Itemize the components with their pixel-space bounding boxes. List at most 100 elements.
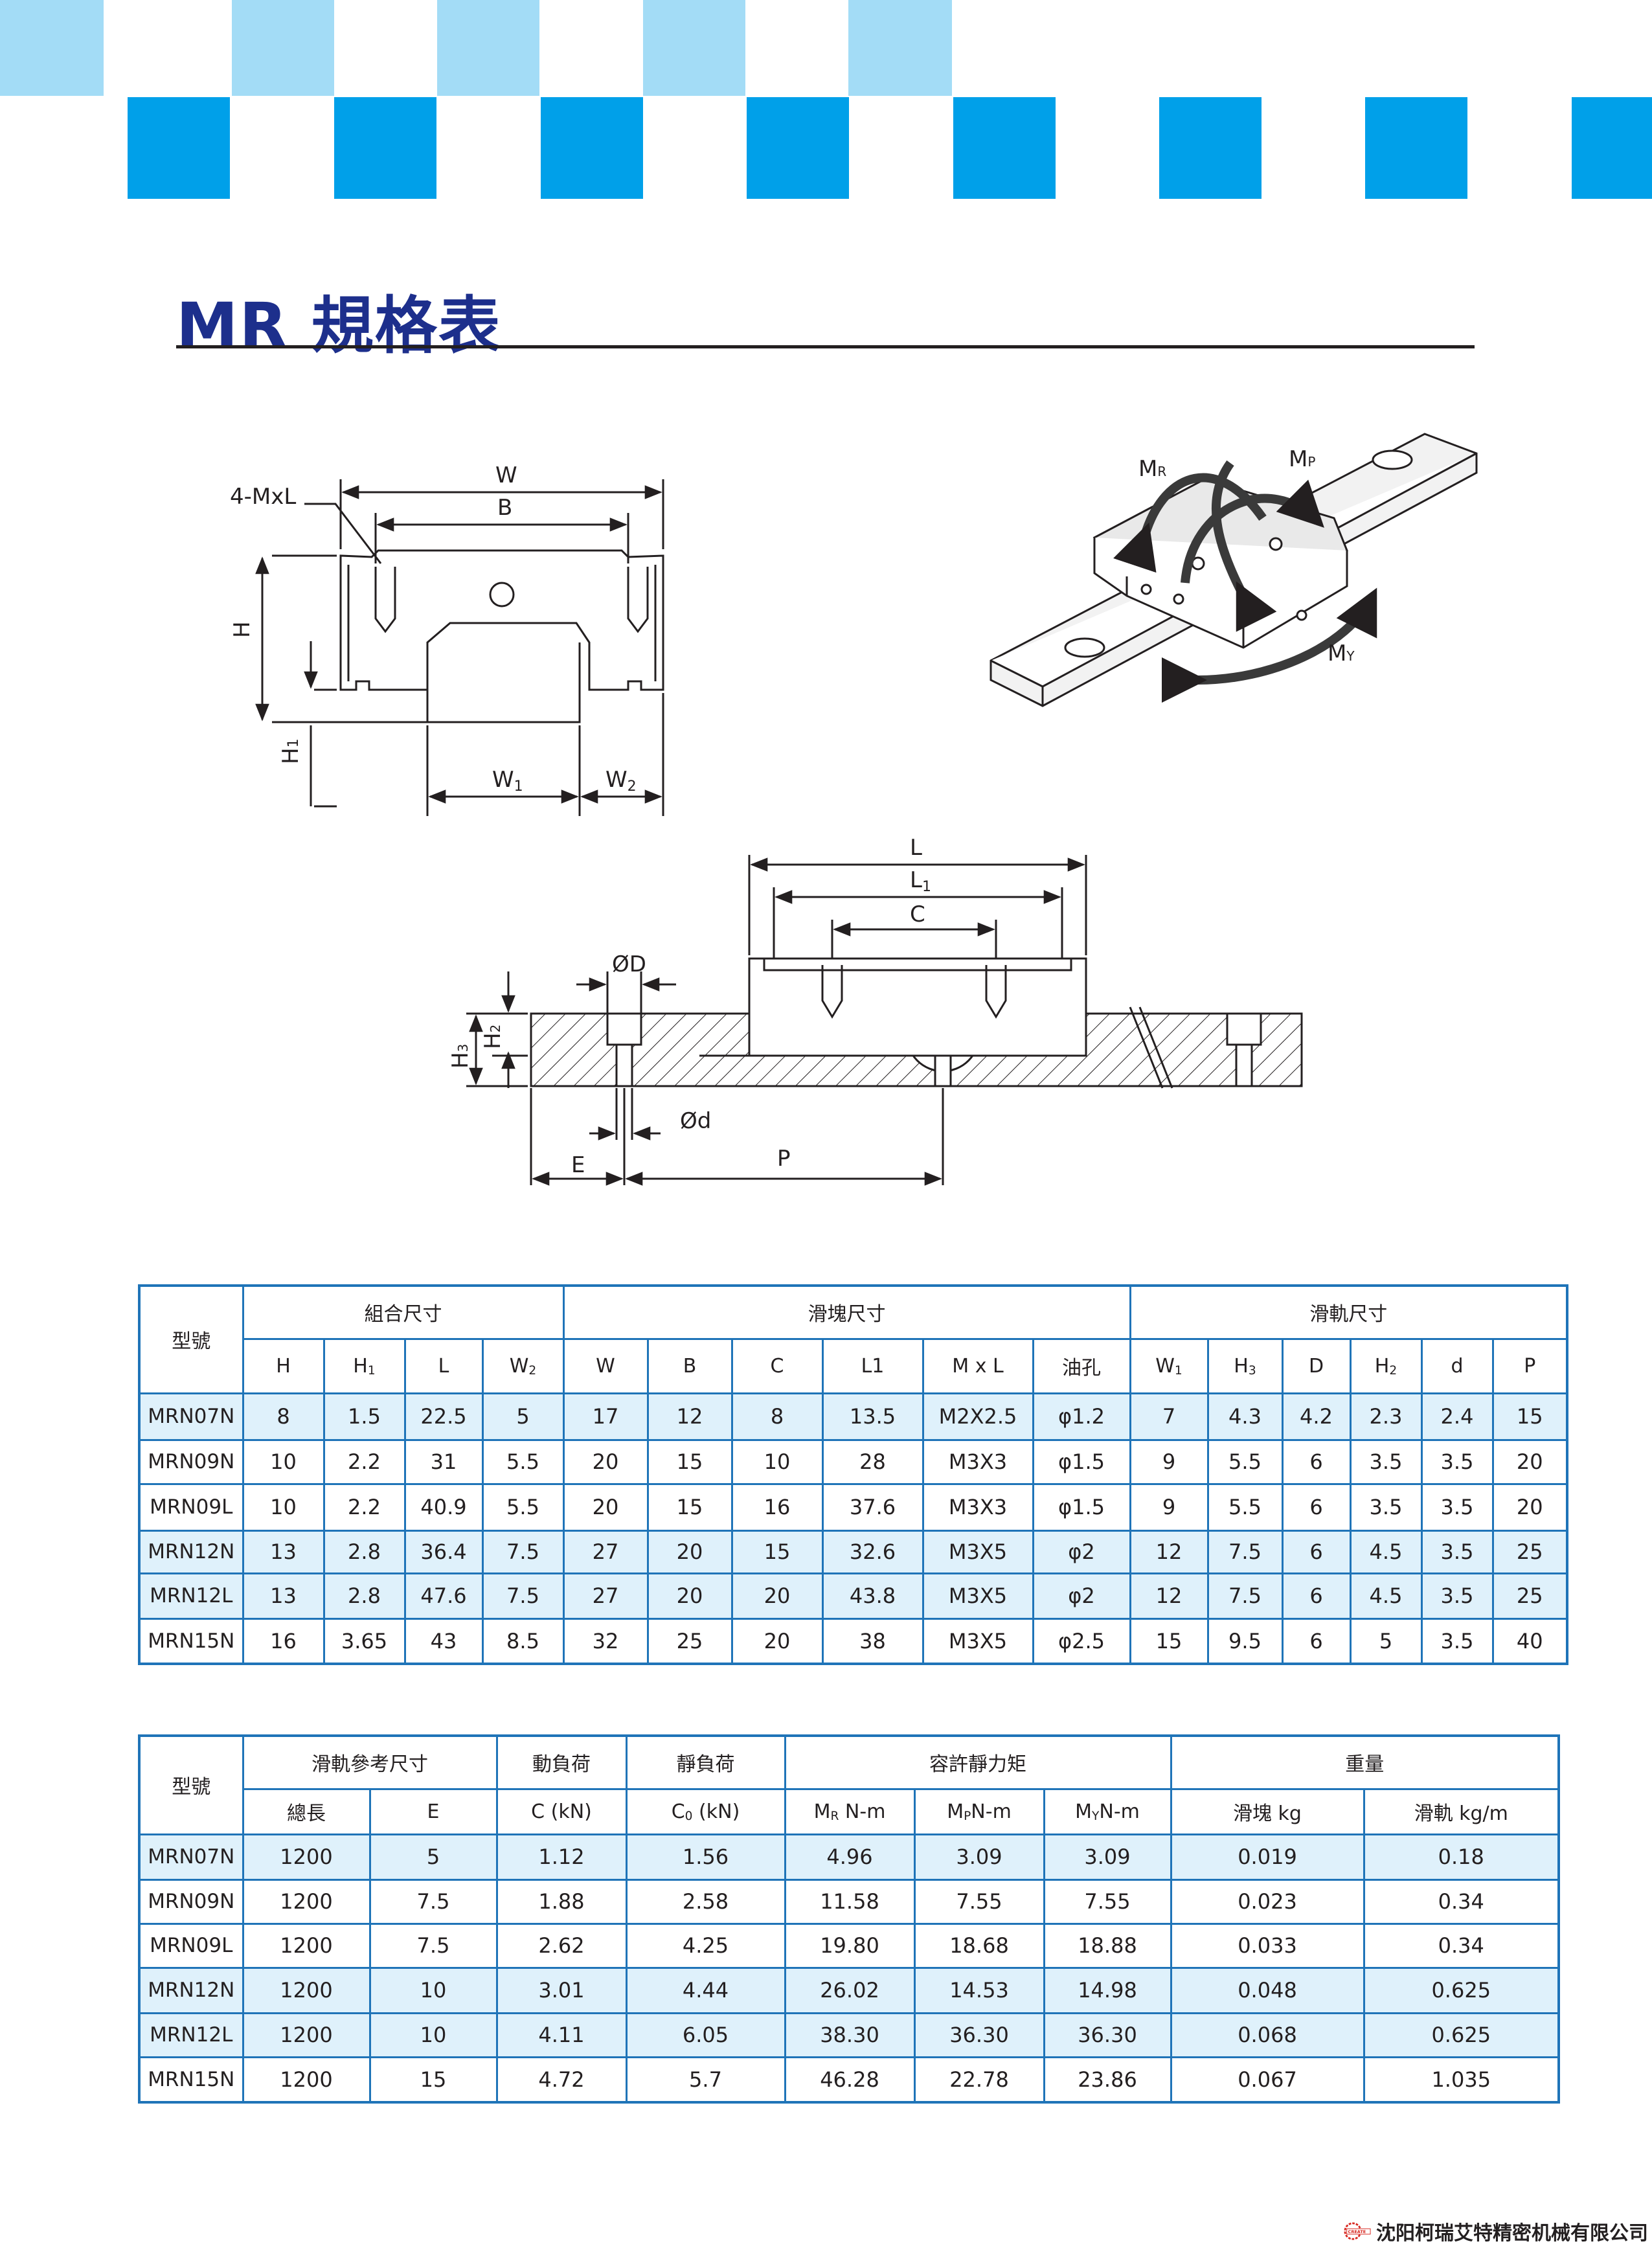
value-cell: 4.44 xyxy=(625,1966,786,2014)
value-cell: 4.5 xyxy=(1349,1529,1423,1574)
banner-square xyxy=(747,97,849,199)
column-header-text: 滑軌 kg/m xyxy=(1414,1802,1508,1825)
value-cell: M2X2.5 xyxy=(922,1392,1034,1441)
value-cell: 25 xyxy=(646,1617,733,1665)
column-header-subscript: P xyxy=(964,1809,971,1823)
column-header-text: M xyxy=(1075,1800,1092,1823)
value-cell: 3.65 xyxy=(322,1617,406,1665)
value-cell: 37.6 xyxy=(821,1482,924,1532)
value-cell: 0.023 xyxy=(1170,1878,1365,1925)
value-cell: 40.9 xyxy=(403,1482,484,1532)
value-cell: 4.72 xyxy=(495,2056,628,2104)
column-header-text: C xyxy=(770,1354,784,1378)
column-header-subscript: 0 xyxy=(685,1809,693,1823)
value-cell: 27 xyxy=(562,1529,649,1574)
value-cell: 17 xyxy=(562,1392,649,1441)
value-cell: 5.5 xyxy=(481,1438,565,1485)
model-cell: MRN12N xyxy=(138,1529,244,1574)
column-header-text: L1 xyxy=(861,1354,885,1378)
value-cell: 14.98 xyxy=(1043,1966,1172,2014)
value-cell: 2.8 xyxy=(322,1529,406,1574)
value-cell: 32.6 xyxy=(821,1529,924,1574)
value-cell: 1200 xyxy=(242,2012,371,2058)
value-cell: 43.8 xyxy=(821,1572,924,1620)
value-cell: 12 xyxy=(646,1392,733,1441)
value-cell: 3.5 xyxy=(1349,1438,1423,1485)
value-cell: 0.34 xyxy=(1363,1922,1560,1969)
page-title: MR 規格表 xyxy=(176,289,502,362)
value-cell: 2.8 xyxy=(322,1572,406,1620)
value-cell: 26.02 xyxy=(784,1966,916,2014)
column-header: MPN-m xyxy=(913,1788,1045,1835)
column-header-text: 滑塊 kg xyxy=(1233,1802,1302,1825)
column-header-unit: N-m xyxy=(1099,1800,1140,1823)
column-header-text: D xyxy=(1308,1354,1324,1378)
value-cell: 36.4 xyxy=(403,1529,484,1574)
dim-d: Ød xyxy=(680,1108,711,1134)
value-cell: 5.7 xyxy=(625,2056,786,2104)
dim-W: W xyxy=(495,462,517,488)
column-header-text: W xyxy=(509,1354,529,1378)
value-cell: M3X3 xyxy=(922,1438,1034,1485)
banner-square xyxy=(334,97,436,199)
value-cell: 7.55 xyxy=(1043,1878,1172,1925)
value-cell: 13 xyxy=(242,1572,325,1620)
svg-text:CREATE: CREATE xyxy=(1348,2229,1366,2234)
value-cell: 36.30 xyxy=(913,2012,1045,2058)
column-header: H2 xyxy=(1349,1337,1423,1394)
value-cell: M3X5 xyxy=(922,1572,1034,1620)
column-header: 滑軌 kg/m xyxy=(1363,1788,1560,1835)
column-header: MR N-m xyxy=(784,1788,916,1835)
value-cell: 5 xyxy=(368,1833,498,1881)
column-header-unit: N-m xyxy=(839,1800,886,1823)
value-cell: 7.5 xyxy=(368,1922,498,1969)
column-header-text: C xyxy=(671,1800,685,1823)
value-cell: 0.068 xyxy=(1170,2012,1365,2058)
value-cell: 22.5 xyxy=(403,1392,484,1441)
value-cell: 2.2 xyxy=(322,1438,406,1485)
value-cell: 5 xyxy=(481,1392,565,1441)
banner-square xyxy=(848,0,952,96)
dim-H2: H2 xyxy=(480,1025,506,1049)
column-header-text: L xyxy=(438,1354,449,1378)
value-cell: φ1.5 xyxy=(1032,1438,1131,1485)
dim-P: P xyxy=(777,1146,791,1172)
value-cell: 8 xyxy=(730,1392,824,1441)
value-cell: 15 xyxy=(646,1438,733,1485)
column-header: L1 xyxy=(821,1337,924,1394)
value-cell: 15 xyxy=(368,2056,498,2104)
value-cell: 8 xyxy=(242,1392,325,1441)
model-cell: MRN12L xyxy=(138,2012,244,2058)
value-cell: 40 xyxy=(1491,1617,1568,1665)
value-cell: 47.6 xyxy=(403,1572,484,1620)
value-cell: 20 xyxy=(562,1438,649,1485)
value-cell: 28 xyxy=(821,1438,924,1485)
column-header-subscript: 1 xyxy=(367,1363,376,1378)
moment-MR: MR xyxy=(1138,456,1166,482)
value-cell: 9 xyxy=(1129,1438,1209,1485)
value-cell: 0.18 xyxy=(1363,1833,1560,1881)
column-header-unit: (kN) xyxy=(692,1800,740,1823)
value-cell: 22.78 xyxy=(913,2056,1045,2104)
value-cell: 13.5 xyxy=(821,1392,924,1441)
dim-B: B xyxy=(497,495,512,521)
value-cell: 15 xyxy=(646,1482,733,1532)
value-cell: 3.01 xyxy=(495,1966,628,2014)
column-header: M x L xyxy=(922,1337,1034,1394)
value-cell: 20 xyxy=(646,1572,733,1620)
value-cell: M3X5 xyxy=(922,1529,1034,1574)
value-cell: 3.09 xyxy=(913,1833,1045,1881)
value-cell: 10 xyxy=(242,1438,325,1485)
column-header-text: M xyxy=(813,1800,831,1823)
column-header: H3 xyxy=(1206,1337,1284,1394)
value-cell: 20 xyxy=(646,1529,733,1574)
value-cell: 12 xyxy=(1129,1572,1209,1620)
value-cell: 2.3 xyxy=(1349,1392,1423,1441)
